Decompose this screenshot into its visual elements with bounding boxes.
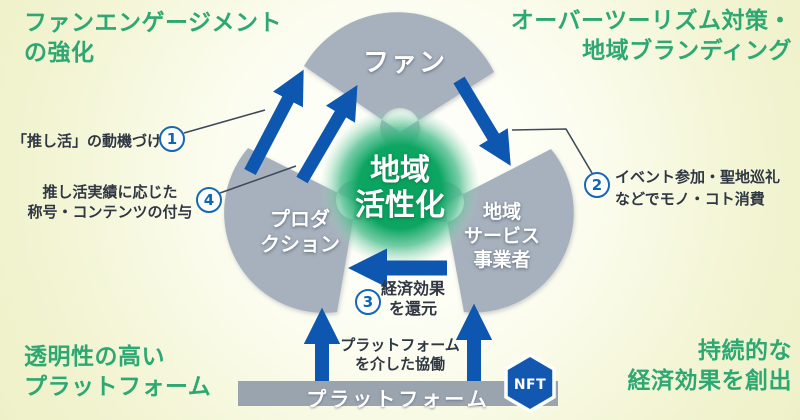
node-label-line: 事業者 <box>473 249 531 271</box>
node-label-line: クション <box>260 232 340 256</box>
arrow-fan-to-regional <box>453 76 511 166</box>
heading-line: 持続的な <box>698 338 792 364</box>
nft-badge-label: NFT <box>514 377 546 393</box>
annotation-line: などでモノ・コト消費 <box>615 190 765 208</box>
annotation-2-text: イベント参加・聖地巡礼 などでモノ・コト消費 <box>615 166 780 210</box>
node-label-line: プロダ <box>270 207 330 231</box>
caption-line: を介した協働 <box>354 355 445 373</box>
fan-wedge-shape <box>304 12 494 149</box>
center-glow-circle <box>320 107 480 267</box>
center-label-line: 地域 <box>370 153 430 188</box>
annotation-line: 称号・コンテンツの付与 <box>27 203 193 221</box>
node-label-fan: ファン <box>362 48 447 78</box>
heading-overtourism: オーバーツーリズム対策・ 地域ブランディング <box>511 6 792 66</box>
center-label-regional-revitalization: 地域 活性化 <box>325 153 475 223</box>
arrow-production-to-fan-2 <box>296 85 358 184</box>
annotation-line: を還元 <box>388 299 437 318</box>
heading-line: 経済効果を創出 <box>627 368 792 394</box>
heading-line: オーバーツーリズム対策・ <box>510 8 792 34</box>
node-label-production: プロダ クション <box>235 207 365 257</box>
annotation-3-text: 経済効果 を還元 <box>372 279 454 319</box>
annotation-1-text: 「推し活」の動機づけ <box>12 132 163 150</box>
annotation-line: 推し活実績に応じた <box>42 183 178 201</box>
heading-line: の強化 <box>24 40 95 66</box>
arrow-production-to-fan-1 <box>244 69 304 176</box>
callout-line-1 <box>183 109 266 134</box>
annotation-4-text: 推し活実績に応じた 称号・コンテンツの付与 <box>24 182 196 222</box>
platform-bar-label: プラットフォーム <box>306 387 490 411</box>
callout-line-2 <box>511 128 593 174</box>
callout-line-4 <box>219 165 297 194</box>
node-label-regional-service: 地域 サービス 事業者 <box>437 200 567 272</box>
platform-collaboration-caption: プラットフォーム を介した協働 <box>328 336 472 374</box>
annotation-3-number-badge: 3 <box>355 289 381 315</box>
heading-sustainable-economy: 持続的な 経済効果を創出 <box>628 336 793 396</box>
annotation-line: 経済効果 <box>380 279 445 298</box>
annotation-1-number-badge: 1 <box>159 126 185 152</box>
caption-line: プラットフォーム <box>340 336 460 354</box>
node-label-line: サービス <box>463 225 540 247</box>
heading-line: ファンエンゲージメント <box>24 10 283 36</box>
production-wedge-shape <box>224 148 376 313</box>
nft-badge-hexagon <box>504 352 556 414</box>
center-label-line: 活性化 <box>355 188 445 223</box>
regional-service-wedge-shape <box>424 149 574 313</box>
heading-line: 地域ブランディング <box>582 38 792 64</box>
heading-fan-engagement: ファンエンゲージメント の強化 <box>24 8 282 68</box>
heading-transparent-platform: 透明性の高い プラットフォーム <box>24 342 211 402</box>
annotation-2-number-badge: 2 <box>584 172 610 198</box>
heading-line: プラットフォーム <box>24 374 212 400</box>
annotation-4-number-badge: 4 <box>196 187 222 213</box>
heading-line: 透明性の高い <box>24 344 165 370</box>
node-label-line: 地域 <box>482 201 521 223</box>
annotation-line: イベント参加・聖地巡礼 <box>615 168 781 186</box>
